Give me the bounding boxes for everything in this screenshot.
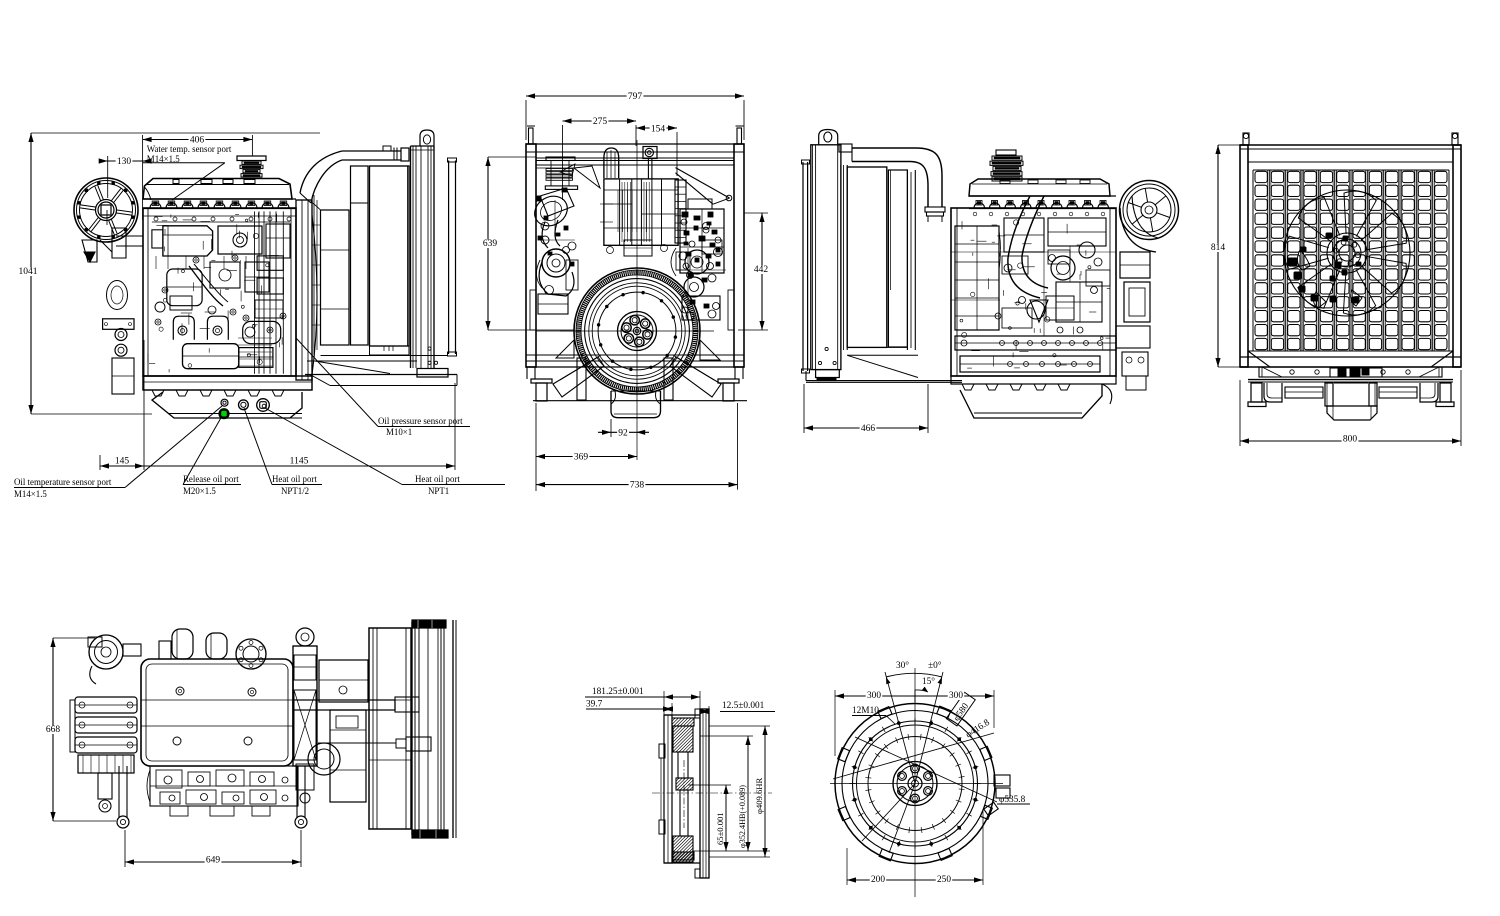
svg-text:φ409.6HR: φ409.6HR — [754, 777, 764, 814]
svg-text:NPT1: NPT1 — [428, 486, 449, 496]
svg-text:M10×1: M10×1 — [386, 427, 412, 437]
svg-text:130: 130 — [117, 157, 132, 167]
svg-text:30°: 30° — [896, 660, 909, 671]
svg-text:1145: 1145 — [290, 457, 309, 467]
svg-text:300: 300 — [867, 691, 881, 701]
svg-text:12M10: 12M10 — [852, 706, 879, 716]
svg-text:181.25±0.001: 181.25±0.001 — [592, 687, 644, 697]
svg-text:250: 250 — [937, 875, 951, 885]
svg-text:406: 406 — [190, 136, 205, 146]
svg-text:797: 797 — [628, 92, 643, 102]
svg-text:±0°: ±0° — [928, 660, 942, 671]
svg-text:M14×1.5: M14×1.5 — [14, 489, 47, 499]
svg-text:649: 649 — [206, 856, 221, 866]
svg-text:300: 300 — [949, 691, 963, 701]
svg-text:442: 442 — [754, 265, 769, 275]
svg-text:738: 738 — [630, 481, 645, 491]
svg-text:200: 200 — [871, 875, 885, 885]
svg-text:Heat oil port: Heat oil port — [415, 474, 460, 484]
svg-text:Water temp. sensor port: Water temp. sensor port — [147, 144, 232, 154]
svg-text:65±0.001: 65±0.001 — [715, 812, 725, 845]
svg-text:M20×1.5: M20×1.5 — [183, 486, 216, 496]
svg-text:1041: 1041 — [19, 267, 38, 277]
svg-text:Oil pressure sensor port: Oil pressure sensor port — [378, 416, 463, 426]
svg-text:39.7: 39.7 — [586, 700, 603, 710]
svg-text:154: 154 — [651, 125, 666, 135]
svg-text:12.5±0.001: 12.5±0.001 — [722, 701, 765, 711]
svg-text:Heat oil port: Heat oil port — [272, 474, 317, 484]
svg-text:M14×1.5: M14×1.5 — [147, 154, 180, 164]
svg-text:800: 800 — [1343, 435, 1358, 445]
svg-text:145: 145 — [115, 457, 130, 467]
svg-text:92: 92 — [618, 428, 628, 438]
svg-text:466: 466 — [861, 424, 876, 434]
svg-text:NPT1/2: NPT1/2 — [281, 486, 309, 496]
svg-text:Oil temperature sensor port: Oil temperature sensor port — [14, 477, 112, 487]
svg-text:Release oil port: Release oil port — [183, 474, 239, 484]
svg-text:15°: 15° — [922, 676, 935, 687]
svg-text:φ535.8: φ535.8 — [999, 795, 1026, 805]
svg-text:814: 814 — [1211, 243, 1226, 253]
svg-text:φ352.4HB(+0.089): φ352.4HB(+0.089) — [738, 785, 747, 848]
svg-text:369: 369 — [574, 453, 589, 463]
svg-text:275: 275 — [593, 117, 608, 127]
svg-text:639: 639 — [483, 239, 498, 249]
svg-text:668: 668 — [46, 725, 61, 735]
